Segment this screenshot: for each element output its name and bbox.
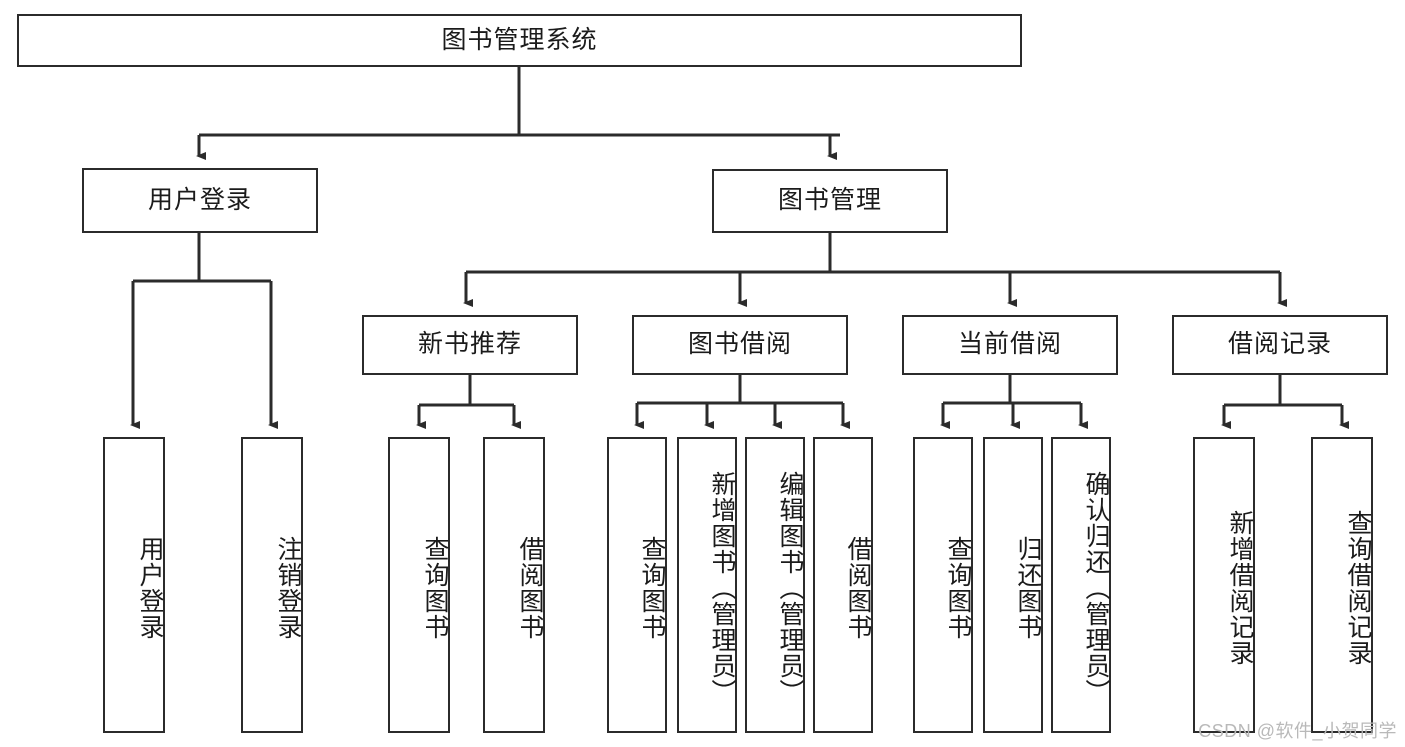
node-leaf-user-logout-label: 注销登录 [274,536,302,640]
node-book-manage[interactable]: 图书管理 [712,169,948,233]
node-leaf-confirm-return-admin[interactable]: 确认归还（管理员） [1051,437,1111,733]
node-leaf-edit-book-admin[interactable]: 编辑图书（管理员） [745,437,805,733]
node-leaf-borrow-book-1[interactable]: 借阅图书 [483,437,545,733]
csdn-watermark: CSDN @软件_小贺同学 [1198,721,1397,741]
node-root-label: 图书管理系统 [441,25,598,54]
node-leaf-query-book-2[interactable]: 查询图书 [607,437,667,733]
node-book-borrow-label: 图书借阅 [687,330,792,359]
node-current-borrow-label: 当前借阅 [957,330,1062,359]
node-leaf-confirm-return-admin-label: 确认归还（管理员） [1082,471,1110,705]
node-new-book-recommend[interactable]: 新书推荐 [362,315,578,375]
node-leaf-query-borrow-record-label: 查询借阅记录 [1344,510,1372,666]
node-leaf-add-borrow-record-label: 新增借阅记录 [1226,510,1254,666]
node-new-book-recommend-label: 新书推荐 [417,330,522,359]
node-leaf-borrow-book-1-label: 借阅图书 [516,536,544,640]
node-leaf-query-book-3-label: 查询图书 [944,536,972,640]
node-book-borrow[interactable]: 图书借阅 [632,315,848,375]
node-book-manage-label: 图书管理 [777,186,882,215]
node-leaf-query-book-3[interactable]: 查询图书 [913,437,973,733]
node-leaf-add-borrow-record[interactable]: 新增借阅记录 [1193,437,1255,733]
node-root[interactable]: 图书管理系统 [17,14,1022,67]
node-leaf-user-login-label: 用户登录 [136,536,164,640]
node-leaf-add-book-admin[interactable]: 新增图书（管理员） [677,437,737,733]
node-leaf-query-book-1-label: 查询图书 [421,536,449,640]
node-leaf-user-login[interactable]: 用户登录 [103,437,165,733]
node-user-login-label: 用户登录 [147,185,252,214]
node-leaf-query-book-2-label: 查询图书 [638,536,666,640]
node-leaf-add-book-admin-label: 新增图书（管理员） [708,471,736,705]
node-user-login[interactable]: 用户登录 [82,168,318,233]
node-borrow-record[interactable]: 借阅记录 [1172,315,1388,375]
node-leaf-edit-book-admin-label: 编辑图书（管理员） [776,471,804,705]
node-current-borrow[interactable]: 当前借阅 [902,315,1118,375]
node-leaf-query-borrow-record[interactable]: 查询借阅记录 [1311,437,1373,733]
node-leaf-borrow-book-2[interactable]: 借阅图书 [813,437,873,733]
node-leaf-user-logout[interactable]: 注销登录 [241,437,303,733]
node-leaf-return-book-label: 归还图书 [1014,536,1042,640]
node-leaf-return-book[interactable]: 归还图书 [983,437,1043,733]
node-leaf-query-book-1[interactable]: 查询图书 [388,437,450,733]
node-borrow-record-label: 借阅记录 [1227,330,1332,359]
node-leaf-borrow-book-2-label: 借阅图书 [844,536,872,640]
